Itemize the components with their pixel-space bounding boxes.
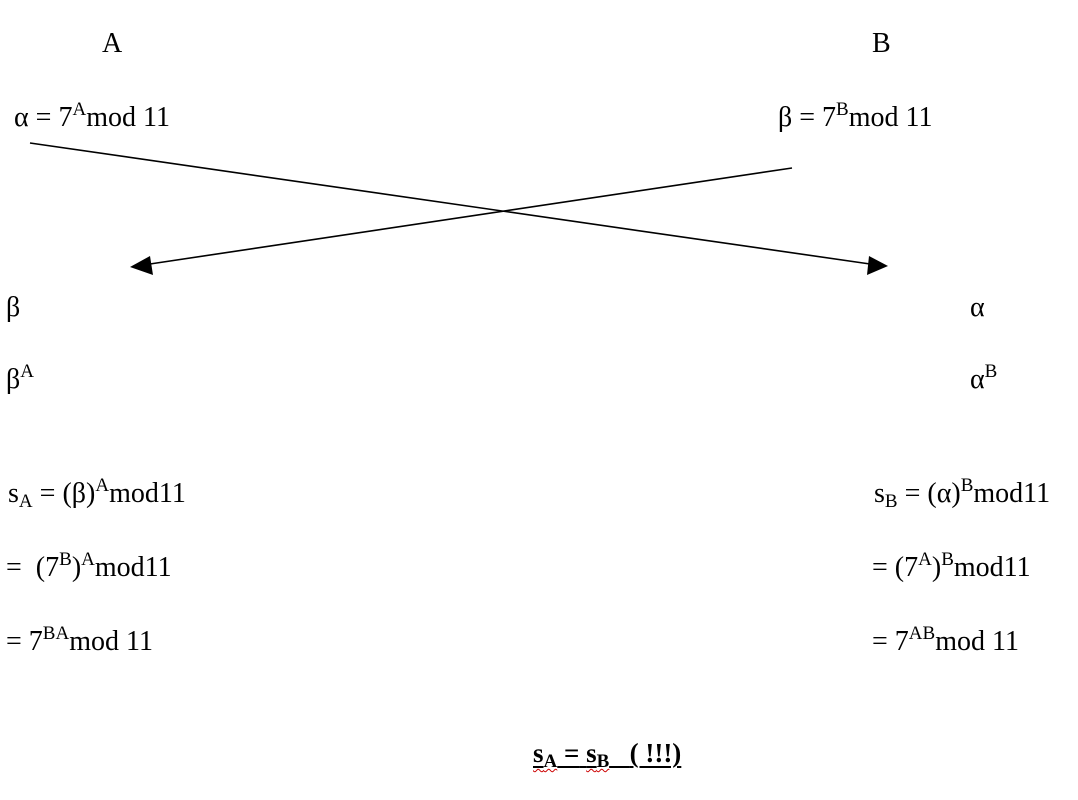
party-b-secret-line-3: = 7ABmod 11: [872, 624, 1019, 657]
party-b-name: B: [872, 28, 891, 59]
arrow-a-to-b: [29, 142, 871, 265]
party-b-received-pow-base: α: [970, 364, 985, 395]
party-b-step2-close: ): [931, 552, 942, 583]
party-b-step3-exp: AB: [908, 623, 936, 644]
party-b-secret-expr: (α): [927, 478, 961, 509]
party-a-secret-line-3: = 7BAmod 11: [6, 624, 153, 657]
party-a-step3-base: 7: [28, 626, 43, 657]
party-b-secret-mod: mod11: [973, 478, 1051, 509]
arrowhead-a: [130, 256, 153, 275]
party-a-public-lhs: α: [14, 102, 29, 133]
party-b-step3-base: 7: [894, 626, 909, 657]
party-b-step2-outer-exp: B: [941, 549, 954, 570]
exclamation-note: ( !!!): [629, 738, 682, 768]
equals-sign: =: [564, 738, 580, 768]
equals-sign: =: [6, 552, 22, 583]
equals-sign: =: [872, 552, 888, 583]
party-a-public-value: α = 7Amod 11: [14, 100, 170, 133]
party-a-received-power: βA: [6, 362, 34, 395]
equals-sign: =: [35, 102, 52, 133]
party-a-secret-expr-exp: A: [95, 475, 110, 496]
party-a-name: A: [102, 28, 123, 59]
arrow-b-to-a: [149, 167, 793, 265]
party-a-step3-mod: mod 11: [69, 626, 153, 657]
shared-secret-sb: sB: [586, 738, 610, 772]
party-b-public-exp: B: [836, 99, 849, 120]
party-b-secret-line-2: = (7A)Bmod11: [872, 550, 1031, 583]
party-a-public-mod: mod 11: [86, 102, 170, 133]
party-a-secret-expr: (β): [62, 478, 96, 509]
party-a-received-pow-exp: A: [20, 361, 34, 382]
shared-secret-sa: sA: [533, 738, 558, 772]
party-a-step2-close: ): [71, 552, 82, 583]
party-b-public-lhs: β: [778, 102, 793, 133]
party-b-secret-expr-exp: B: [960, 475, 974, 496]
equals-sign: =: [6, 626, 22, 657]
equals-sign: =: [799, 102, 816, 133]
party-b-secret-line-1: sB = (α)Bmod11: [874, 476, 1051, 511]
party-b-public-value: β = 7Bmod 11: [778, 100, 933, 133]
party-b-received-pow-exp: B: [984, 361, 998, 382]
arrowhead-b: [867, 256, 888, 275]
equals-sign: =: [872, 626, 888, 657]
party-a-step2-mod: mod11: [94, 552, 172, 583]
equals-sign: =: [39, 478, 56, 509]
party-a-step3-exp: BA: [42, 623, 70, 644]
party-b-step3-mod: mod 11: [935, 626, 1019, 657]
party-a-step2-inner-exp: B: [59, 549, 72, 570]
party-b-step2-mod: mod11: [953, 552, 1031, 583]
party-b-public-mod: mod 11: [848, 102, 933, 133]
party-a-secret-mod: mod11: [109, 478, 186, 509]
party-a-secret-s: s: [8, 478, 19, 509]
party-b-secret-s: s: [874, 478, 885, 509]
party-a-secret-sub: A: [18, 491, 33, 512]
party-b-step2-inner-exp: A: [918, 549, 932, 570]
shared-secret-equality: sA = sB ( !!!): [533, 738, 682, 772]
party-b-received: α: [970, 292, 985, 323]
party-a-step2-inner-base: (7: [35, 552, 60, 583]
party-a-received-pow-base: β: [6, 364, 21, 395]
party-b-received-power: αB: [970, 362, 997, 395]
party-a-public-base: 7: [58, 102, 73, 133]
party-a-received: β: [6, 292, 21, 323]
party-a-secret-line-2: = (7B)Amod11: [6, 550, 172, 583]
party-a-step2-outer-exp: A: [81, 549, 95, 570]
party-b-public-base: 7: [822, 102, 837, 133]
party-a-public-exp: A: [72, 99, 87, 120]
party-a-secret-line-1: sA = (β)Amod11: [8, 476, 186, 511]
equals-sign: =: [904, 478, 921, 509]
party-b-step2-inner-base: (7: [894, 552, 919, 583]
party-b-secret-sub: B: [884, 491, 898, 512]
